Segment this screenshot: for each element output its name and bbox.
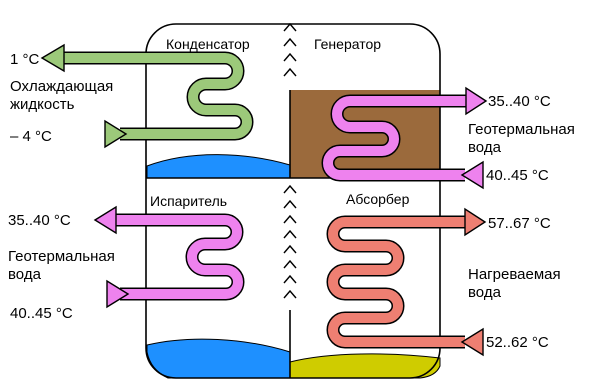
evaporator-inlet-arrow	[106, 279, 130, 309]
evaporator-outlet-arrow	[93, 205, 117, 235]
generator-fluid-line2: вода	[468, 139, 502, 156]
condenser-coil	[40, 43, 254, 149]
condenser-fluid-line1: Охлаждающая	[10, 78, 113, 95]
evaporator-water	[146, 338, 291, 379]
absorber-fluid-line1: Нагреваемая	[468, 266, 561, 283]
evaporator-coil	[93, 205, 245, 309]
condenser-water	[146, 154, 291, 179]
vapor-flow-arrows-top	[283, 22, 297, 77]
condenser-outlet-arrow	[40, 43, 65, 73]
absorber-header: Абсорбер	[346, 191, 410, 207]
absorber-fluid-line2: вода	[468, 284, 502, 301]
absorber-temp-in: 52..62 °C	[486, 334, 549, 351]
generator-header: Генератор	[314, 36, 381, 52]
absorber-temp-out: 57..67 °C	[488, 215, 551, 232]
absorber-inlet-arrow	[460, 327, 484, 357]
absorber-liquid	[289, 353, 441, 379]
condenser-temp-in: – 4 °C	[10, 128, 52, 145]
condenser-inlet-arrow	[104, 119, 128, 149]
absorber-coil	[326, 207, 487, 357]
generator-inlet-arrow	[460, 160, 484, 190]
generator-temp-out: 35..40 °C	[488, 93, 551, 110]
condenser-fluid-line2: жидкость	[10, 96, 75, 113]
condenser-header: Конденсатор	[166, 36, 250, 52]
evaporator-header: Испаритель	[150, 193, 227, 209]
vapor-flow-arrows-bottom	[283, 184, 297, 299]
condenser-temp-out: 1 °C	[10, 51, 40, 68]
generator-coil	[321, 86, 488, 190]
generator-fluid-line1: Геотермальная	[468, 121, 575, 138]
evaporator-temp-out: 35..40 °C	[8, 212, 71, 229]
evaporator-fluid-line1: Геотермальная	[8, 248, 115, 265]
vessel-outline	[145, 23, 441, 379]
absorber-outlet-arrow	[464, 207, 487, 237]
evaporator-fluid-line2: вода	[8, 266, 42, 283]
generator-temp-in: 40..45 °C	[486, 167, 549, 184]
generator-outlet-arrow	[465, 86, 488, 116]
evaporator-temp-in: 40..45 °C	[10, 305, 73, 322]
